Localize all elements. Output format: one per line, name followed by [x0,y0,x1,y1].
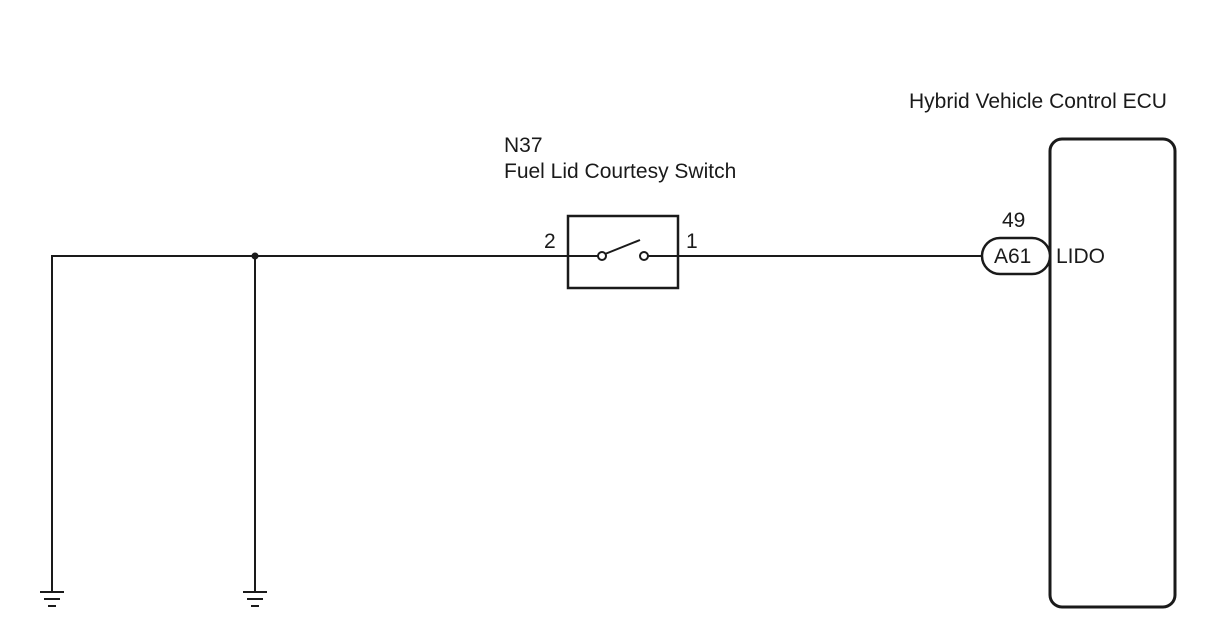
connector-code: A61 [994,245,1032,268]
ground-icon [243,591,267,607]
switch-name: Fuel Lid Courtesy Switch [504,160,737,183]
switch-code: N37 [504,134,543,157]
ecu-title: Hybrid Vehicle Control ECU [909,90,1167,113]
switch-pin-left: 2 [544,230,556,253]
connector-pin-number: 49 [1002,209,1026,232]
switch-pin-right: 1 [686,230,698,253]
ecu-pin-name: LIDO [1056,245,1106,268]
splice-junction [251,252,259,260]
ground-icon [40,591,64,607]
switch-icon [597,239,649,261]
switch-box [566,214,680,290]
ecu-box [1048,137,1177,609]
connector-icon [980,236,1052,276]
